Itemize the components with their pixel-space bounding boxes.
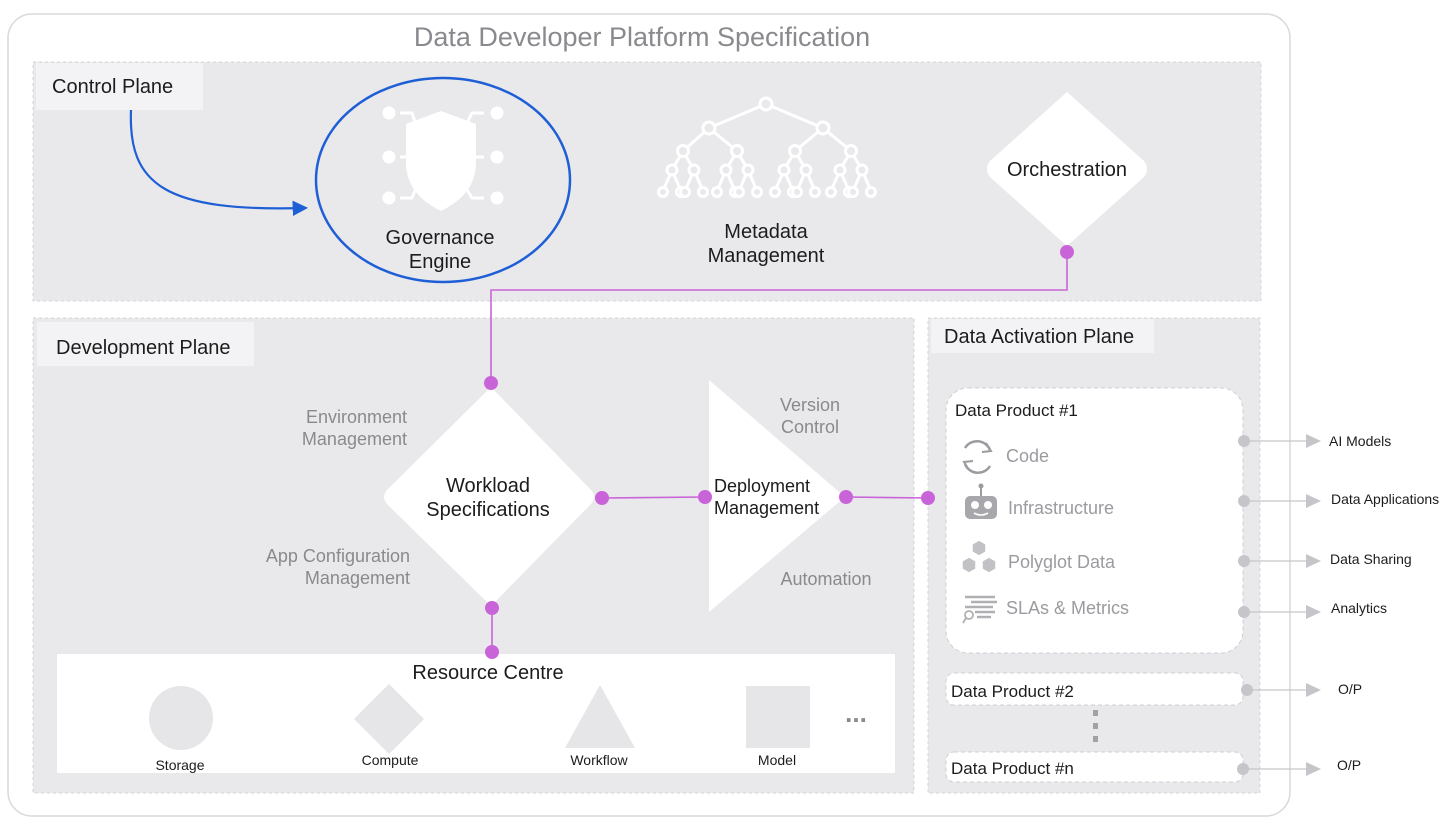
deployment-triangle [709,380,845,612]
output-ai-models: AI Models [1329,433,1391,449]
deployment-label-line2: Management [714,498,819,518]
magenta-connectors [484,245,1074,659]
output-connectors [1237,434,1321,776]
diagram-title: Data Developer Platform Specification [414,22,870,52]
output-product-2: O/P [1338,681,1362,697]
governance-label-line2: Engine [409,251,471,273]
orchestration-label: Orchestration [1007,159,1127,181]
model-shape [746,686,810,748]
data-product-n-card [945,751,1244,783]
vertical-ellipsis [1093,710,1098,742]
activation-plane-label-box [931,319,1154,353]
workload-label-line2: Specifications [426,499,549,521]
resource-workflow-label: Workflow [570,752,628,768]
control-plane-label-box [36,63,203,110]
workflow-shape [565,685,635,748]
product1-item-polyglot: Polyglot Data [1008,552,1116,572]
cubes-icon [961,539,997,574]
product1-item-slas: SLAs & Metrics [1006,598,1129,618]
orchestration-diamond [987,92,1147,246]
product1-item-code: Code [1006,446,1049,466]
deployment-label-line1: Deployment [714,476,810,496]
metadata-label-line2: Management [708,245,825,267]
shield-icon [379,103,507,211]
highlight-circle [314,76,572,284]
workload-diamond [384,387,594,606]
resource-compute-label: Compute [362,752,419,768]
governance-label-line1: Governance [386,227,495,249]
control-plane-label: Control Plane [52,76,173,98]
output-data-sharing: Data Sharing [1330,551,1412,567]
highlight-arrow [129,109,309,217]
activation-plane-label: Data Activation Plane [944,326,1134,348]
refresh-icon [962,440,993,474]
output-analytics: Analytics [1331,600,1387,616]
automation-label: Automation [780,569,871,589]
resource-model-label: Model [758,752,796,768]
version-control-line2: Control [781,417,839,437]
env-mgmt-line2: Management [302,429,407,449]
product1-item-infrastructure: Infrastructure [1008,498,1114,518]
app-config-line1: App Configuration [266,546,410,566]
resource-centre-label: Resource Centre [412,662,563,684]
development-plane-label-box [37,322,254,366]
storage-shape [149,686,213,750]
version-control-line1: Version [780,395,840,415]
resource-more-ellipsis: ... [845,698,867,728]
data-product-n-label: Data Product #n [951,759,1074,778]
workload-label-line1: Workload [446,475,530,497]
development-plane-label: Development Plane [56,337,231,359]
resource-storage-label: Storage [155,757,204,773]
data-product-1-card [945,387,1244,654]
app-config-line2: Management [305,568,410,588]
env-mgmt-line1: Environment [306,407,407,427]
metadata-label-line1: Metadata [724,221,808,243]
tree-network-icon [657,96,877,198]
data-product-1-label: Data Product #1 [955,401,1078,420]
data-product-2-label: Data Product #2 [951,682,1074,701]
metrics-icon [962,595,997,624]
compute-shape [354,684,424,754]
output-product-n: O/P [1337,757,1361,773]
output-data-applications: Data Applications [1331,491,1439,507]
robot-icon [965,483,997,519]
